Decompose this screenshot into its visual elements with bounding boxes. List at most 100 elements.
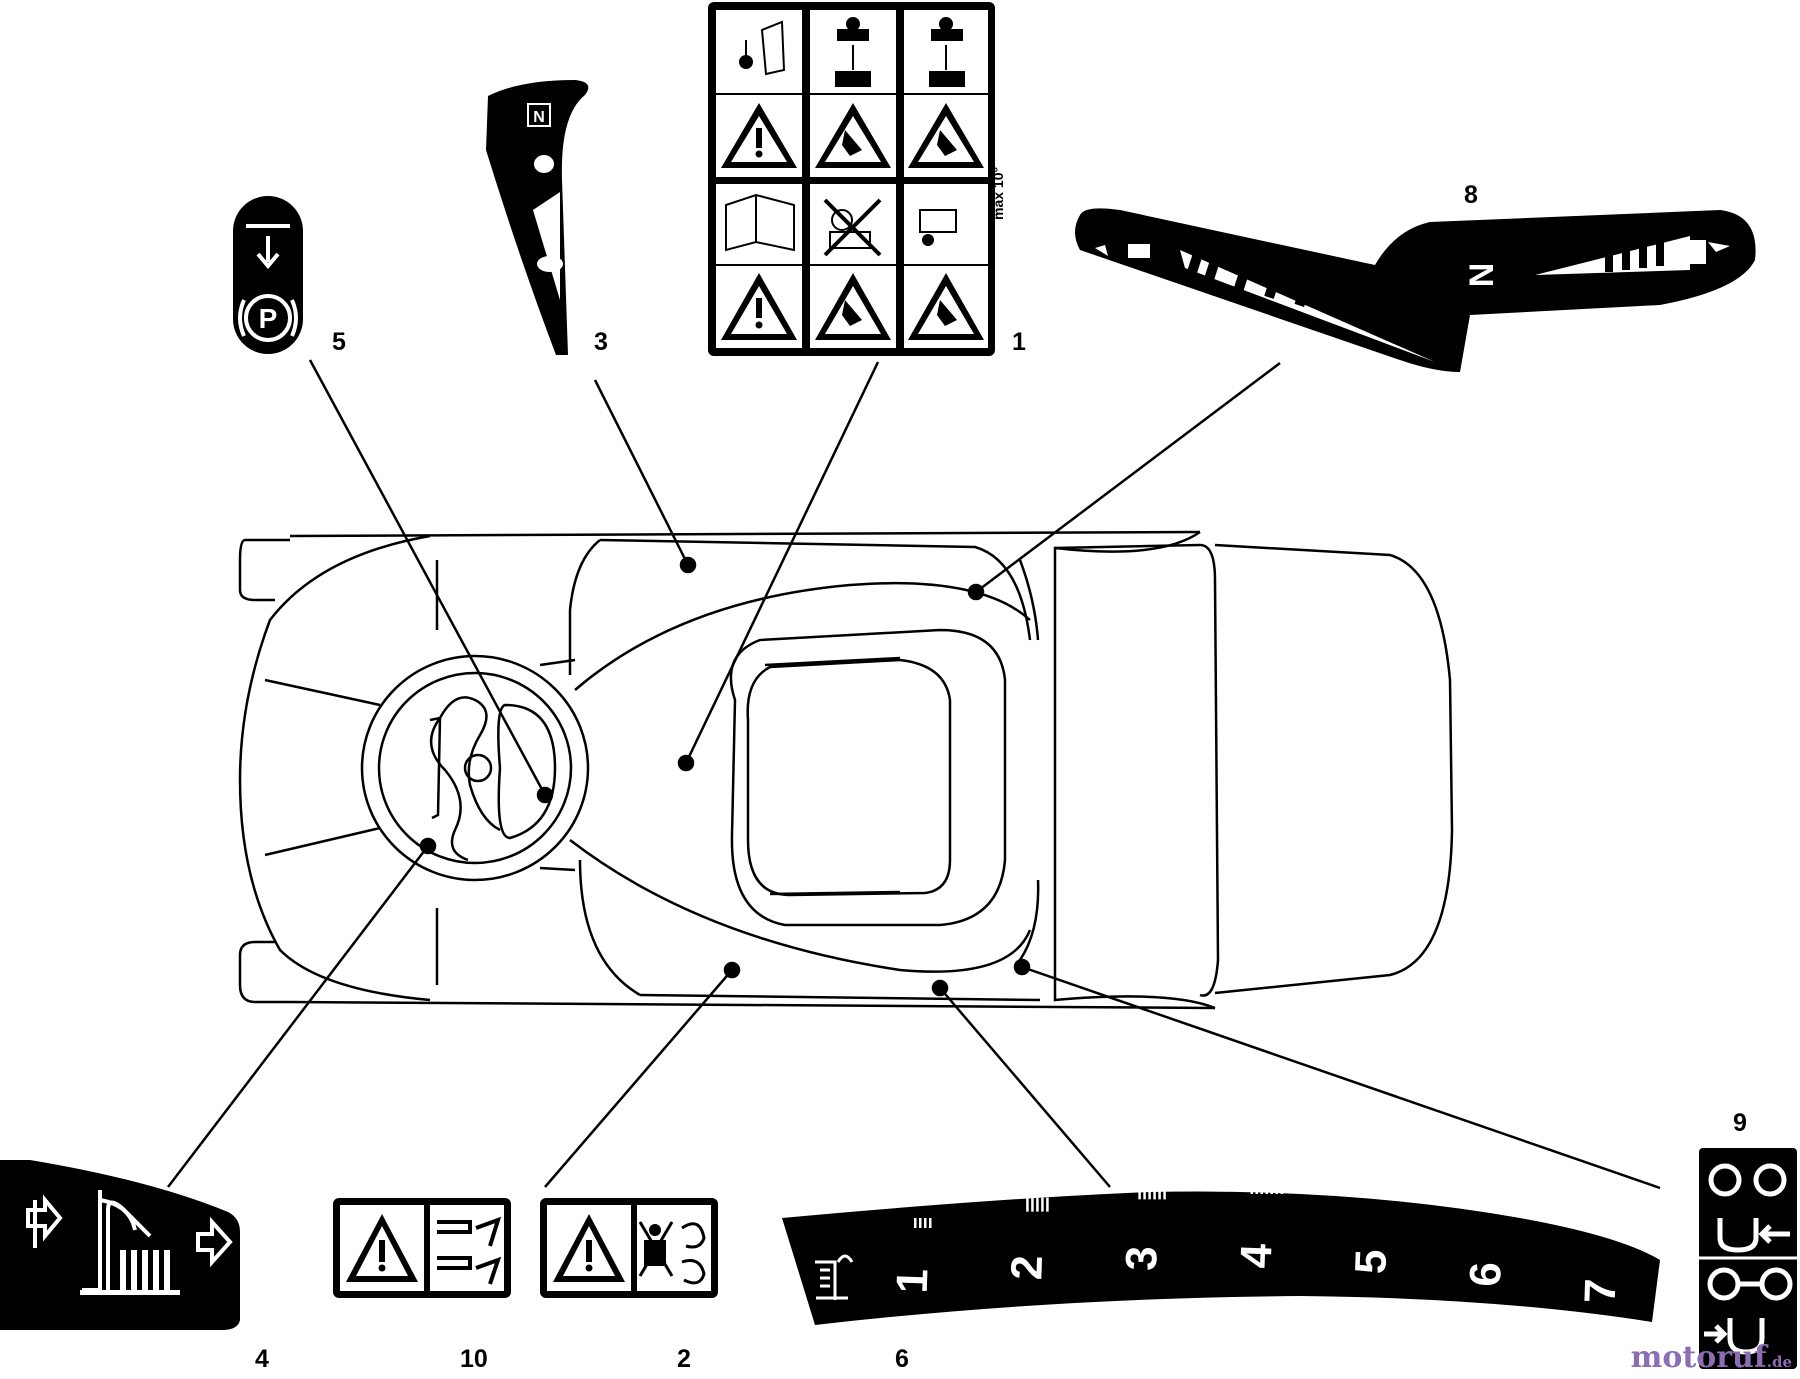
callout-10: 10	[460, 1345, 488, 1373]
height-scale-tick	[1597, 1186, 1600, 1220]
leader-dot-9	[1013, 958, 1031, 976]
height-scale-tick	[1250, 1172, 1253, 1194]
leader-dot-3	[679, 556, 697, 574]
height-scale-tick	[924, 1218, 927, 1228]
height-scale-tick	[1617, 1186, 1620, 1220]
callout-2: 2	[677, 1345, 691, 1373]
height-scale-tick	[1153, 1181, 1156, 1200]
height-scale-tick	[1265, 1172, 1268, 1194]
height-scale-tick	[1031, 1197, 1034, 1212]
callout-numbers: 1 3 5 8 9 4 10 2 6	[255, 181, 1747, 1373]
mower-top-view	[238, 530, 1454, 1010]
decal-9-blade-engage-label	[1699, 1148, 1797, 1369]
leader-line-3	[593, 379, 690, 566]
callout-4: 4	[255, 1345, 269, 1373]
height-scale-tick	[1036, 1197, 1039, 1212]
height-scale-tick	[919, 1218, 922, 1228]
max-slope-label: max 10°	[990, 167, 1006, 220]
height-scale-tick	[1143, 1181, 1146, 1200]
leader-line-8	[975, 362, 1281, 593]
leader-dot-2	[723, 961, 741, 979]
height-scale-tick	[1255, 1172, 1258, 1194]
decal-10-pinch-warning-label	[333, 1198, 511, 1298]
park-letter: P	[259, 303, 278, 334]
height-scale-tick	[1509, 1176, 1513, 1207]
decal-4-discharge-label	[0, 1160, 240, 1330]
height-scale-tick	[1397, 1170, 1401, 1197]
height-scale-tick	[1592, 1186, 1595, 1220]
height-scale-tick	[1163, 1181, 1166, 1200]
height-scale-tick	[1046, 1197, 1049, 1212]
leader-dot-6	[931, 979, 949, 997]
height-scale-tick	[1148, 1181, 1151, 1200]
height-scale-tick	[1632, 1186, 1635, 1220]
leader-line-9	[1021, 965, 1661, 1190]
height-scale-tick	[1479, 1176, 1483, 1207]
height-scale-tick	[1260, 1172, 1263, 1194]
height-scale-tick	[1026, 1197, 1029, 1212]
height-scale-tick	[1499, 1176, 1503, 1207]
height-scale-number: 5	[1346, 1249, 1396, 1275]
height-scale-tick	[1387, 1170, 1391, 1197]
watermark-name: motoruf	[1630, 1340, 1767, 1375]
height-scale-number: 4	[1232, 1242, 1282, 1269]
decal-8-speed-direction-label: N	[1075, 208, 1756, 372]
callout-8: 8	[1464, 181, 1478, 209]
leader-line-2	[544, 969, 733, 1188]
callout-9: 9	[1733, 1109, 1747, 1137]
leader-dot-1	[677, 754, 695, 772]
height-scale-bars	[914, 1170, 1635, 1228]
height-scale-tick	[1494, 1176, 1498, 1207]
watermark-tld: .de	[1766, 1353, 1792, 1371]
height-scale-tick	[1367, 1170, 1371, 1197]
height-scale-tick	[1377, 1170, 1381, 1197]
height-scale-tick	[1602, 1186, 1605, 1220]
callout-6: 6	[895, 1345, 909, 1373]
height-scale-tick	[1372, 1170, 1376, 1197]
height-scale-tick	[1270, 1172, 1273, 1194]
leader-lines	[167, 359, 1661, 1190]
decal-5-parking-brake-label: P	[233, 196, 303, 354]
height-scale-tick	[1607, 1186, 1610, 1220]
hare-icon	[534, 155, 554, 173]
watermark: motoruf.de	[1631, 1340, 1792, 1375]
height-scale-tick	[929, 1218, 932, 1228]
leader-dot-8	[967, 583, 985, 601]
leader-line-1	[684, 361, 880, 764]
height-scale-number: 1	[888, 1268, 938, 1294]
height-scale-tick	[1474, 1176, 1478, 1207]
height-scale-tick	[1627, 1186, 1630, 1220]
leader-dot-5	[536, 786, 554, 804]
callout-5: 5	[332, 328, 346, 356]
height-scale-tick	[1382, 1170, 1386, 1197]
height-scale-number: 2	[1002, 1255, 1052, 1281]
decal-1-safety-label: max 10°	[708, 2, 1006, 356]
height-scale-tick	[1362, 1170, 1366, 1197]
height-scale-number: 7	[1576, 1278, 1626, 1304]
height-scale-tick	[1392, 1170, 1396, 1197]
leader-line-4	[167, 845, 429, 1188]
height-scale-tick	[1280, 1172, 1283, 1194]
tortoise-icon	[537, 256, 563, 272]
height-scale-tick	[1622, 1186, 1625, 1220]
speed-neutral-letter: N	[1463, 263, 1501, 288]
height-scale-tick	[1484, 1176, 1488, 1207]
height-scale-tick	[1514, 1176, 1518, 1207]
height-scale-tick	[1158, 1181, 1161, 1200]
height-scale-number: 6	[1461, 1261, 1511, 1287]
height-scale-tick	[914, 1218, 917, 1228]
leader-line-5	[308, 359, 547, 796]
height-scale-tick	[1275, 1172, 1278, 1194]
callout-3: 3	[594, 328, 608, 356]
height-scale-tick	[1587, 1186, 1590, 1220]
decal-2-blade-warning-label	[540, 1198, 718, 1298]
height-scale-tick	[1504, 1176, 1508, 1207]
decal-3-throttle-label: N	[486, 80, 589, 355]
height-scale-tick	[1612, 1186, 1615, 1220]
throttle-neutral-letter: N	[533, 109, 545, 126]
leader-dot-4	[419, 837, 437, 855]
height-scale-tick	[1138, 1181, 1141, 1200]
height-scale-tick	[1489, 1176, 1493, 1207]
